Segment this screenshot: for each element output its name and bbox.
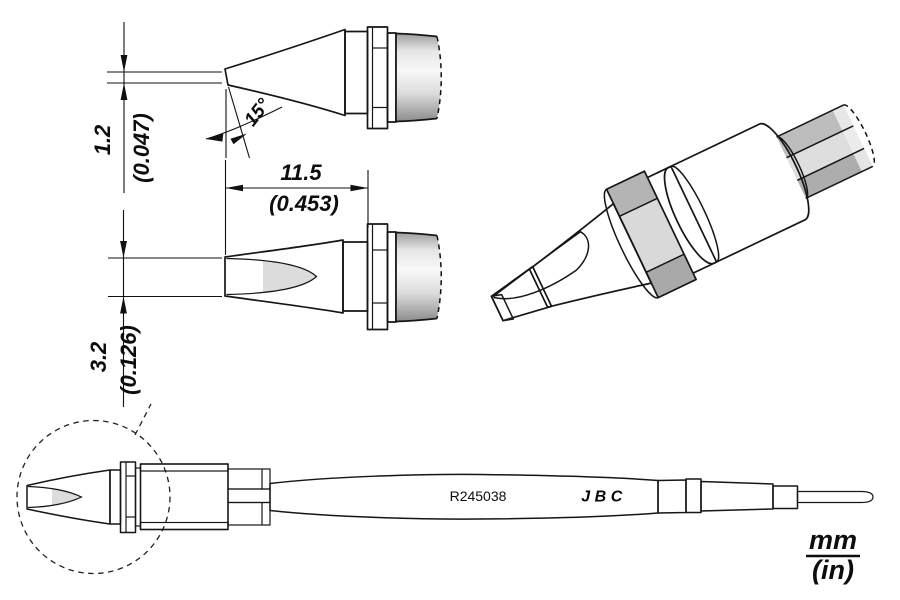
tip-3d-view xyxy=(490,104,876,322)
dim-11-5-mm: 11.5 xyxy=(280,160,322,185)
units-legend: mm (in) xyxy=(806,525,860,585)
tip-front-view xyxy=(224,223,442,331)
cylinder-body-3d xyxy=(663,122,810,265)
contact-pin xyxy=(796,490,874,504)
dim-1-2-mm: 1.2 xyxy=(90,124,115,155)
part-number-label: R245038 xyxy=(450,488,507,504)
cartridge-full-view: R245038 JBC xyxy=(16,403,874,575)
dim-3-2-in: (0.126) xyxy=(116,325,141,395)
dimension-tip-thickness: 1.2 (0.047) xyxy=(90,22,222,193)
dim-3-2-mm: 3.2 xyxy=(86,341,111,372)
detail-circle xyxy=(16,419,171,575)
units-mm: mm xyxy=(809,525,857,555)
tip-side-view xyxy=(224,26,442,130)
dim-1-2-in: (0.047) xyxy=(129,113,154,183)
angle-label: 15° xyxy=(240,95,274,131)
angle-dimension: 15° xyxy=(205,86,283,159)
dimension-tip-width: 3.2 (0.126) xyxy=(86,210,222,407)
dim-11-5-in: (0.453) xyxy=(269,191,339,216)
jbc-logo: JBC xyxy=(581,489,627,506)
blade-3d xyxy=(490,230,590,322)
detail-leader xyxy=(134,403,152,436)
dimension-tip-length: 11.5 (0.453) xyxy=(224,160,369,255)
nut-3d xyxy=(603,170,697,299)
units-in: (in) xyxy=(812,555,854,585)
hex-shank-3d xyxy=(776,104,876,200)
hex-section xyxy=(227,468,271,526)
